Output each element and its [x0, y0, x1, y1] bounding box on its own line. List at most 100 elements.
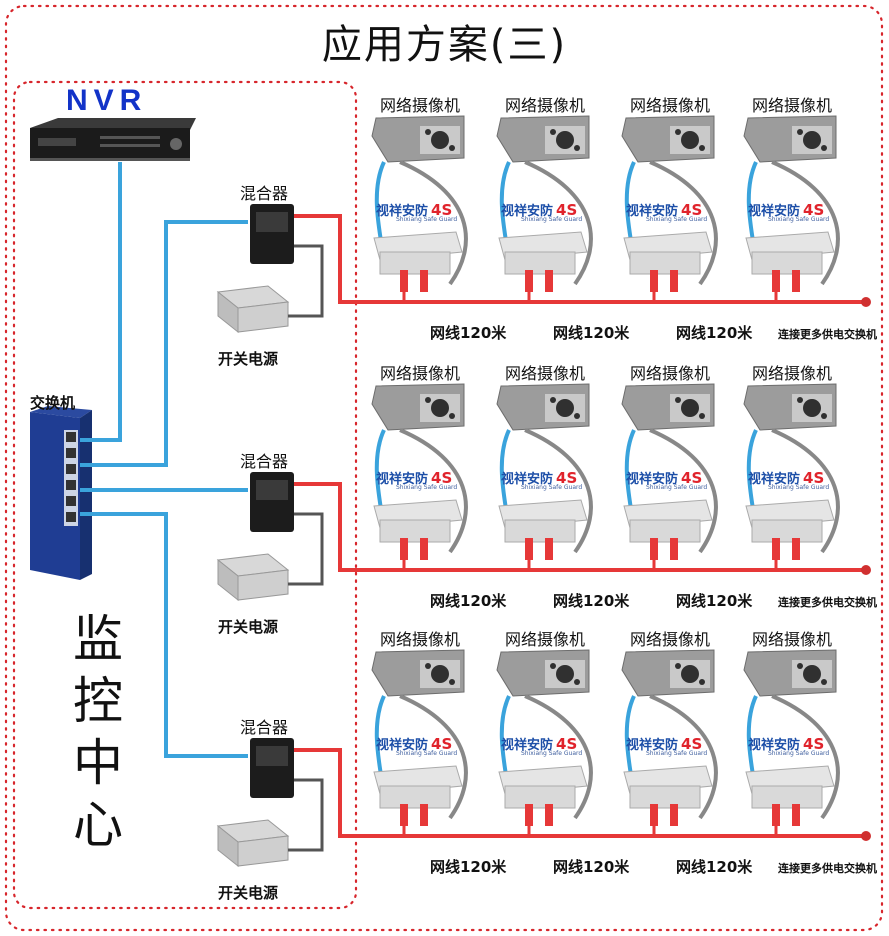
power-cable	[288, 244, 324, 318]
cable-length-label: 网线120米	[676, 858, 753, 876]
camera-label: 网络摄像机	[504, 364, 585, 383]
brand-name: 视祥安防	[748, 204, 801, 219]
brand-subtitle: Shixiang Safe Guard	[646, 484, 708, 491]
power-supply-label: 开关电源	[218, 618, 279, 636]
brand-suffix: 4S	[556, 201, 578, 219]
nvr-device	[30, 118, 196, 161]
brand-name: 视祥安防	[376, 472, 429, 487]
camera-unit	[496, 649, 593, 836]
brand-subtitle: Shixiang Safe Guard	[396, 484, 458, 491]
camera-label: 网络摄像机	[751, 630, 832, 649]
brand-name: 视祥安防	[626, 204, 679, 219]
camera-unit	[371, 383, 468, 570]
power-supply-label: 开关电源	[218, 884, 279, 902]
camera-unit	[496, 383, 593, 570]
brand-subtitle: Shixiang Safe Guard	[646, 750, 708, 757]
camera-label: 网络摄像机	[504, 630, 585, 649]
more-switches-label: 连接更多供电交换机	[778, 596, 877, 609]
brand-subtitle: Shixiang Safe Guard	[521, 484, 583, 491]
camera-label: 网络摄像机	[629, 96, 710, 115]
cable-length-label: 网线120米	[430, 858, 507, 876]
switch-to-mixer-cable	[80, 512, 248, 758]
more-switches-label: 连接更多供电交换机	[778, 328, 877, 341]
camera-unit	[743, 383, 840, 570]
mixer-label: 混合器	[240, 184, 289, 203]
switch-label: 交换机	[30, 394, 76, 412]
camera-unit	[371, 649, 468, 836]
row-1	[80, 115, 871, 467]
camera-unit	[621, 649, 718, 836]
mixer-label: 混合器	[240, 718, 289, 737]
mixer-label: 混合器	[240, 452, 289, 471]
camera-unit	[371, 115, 468, 302]
camera-label: 网络摄像机	[751, 96, 832, 115]
brand-name: 视祥安防	[501, 738, 554, 753]
poe-trunk-cable	[294, 748, 862, 838]
brand-name: 视祥安防	[501, 204, 554, 219]
brand-suffix: 4S	[681, 735, 703, 753]
cable-length-label: 网线120米	[430, 324, 507, 342]
control-center-label: 监控中心	[73, 610, 123, 854]
brand-subtitle: Shixiang Safe Guard	[521, 750, 583, 757]
more-switches-label: 连接更多供电交换机	[778, 862, 877, 875]
power-cable	[288, 778, 324, 852]
brand-name: 视祥安防	[748, 472, 801, 487]
camera-label: 网络摄像机	[379, 96, 460, 115]
nvr-label: NVR	[66, 84, 148, 117]
brand-subtitle: Shixiang Safe Guard	[521, 216, 583, 223]
outer-border	[4, 4, 884, 932]
camera-label: 网络摄像机	[379, 630, 460, 649]
camera-unit	[496, 115, 593, 302]
camera-label: 网络摄像机	[504, 96, 585, 115]
brand-suffix: 4S	[803, 469, 825, 487]
camera-unit	[743, 649, 840, 836]
switch-to-mixer-cable	[80, 220, 248, 467]
cable-length-label: 网线120米	[553, 858, 630, 876]
poe-trunk-cable	[294, 214, 862, 304]
brand-suffix: 4S	[556, 735, 578, 753]
camera-unit	[621, 115, 718, 302]
power-cable	[288, 512, 324, 586]
brand-subtitle: Shixiang Safe Guard	[768, 216, 830, 223]
brand-subtitle: Shixiang Safe Guard	[768, 750, 830, 757]
brand-name: 视祥安防	[501, 472, 554, 487]
poe-trunk-cable	[294, 482, 862, 572]
nvr-to-switch-cable	[80, 162, 122, 442]
camera-label: 网络摄像机	[751, 364, 832, 383]
camera-unit	[621, 383, 718, 570]
cable-length-label: 网线120米	[553, 324, 630, 342]
camera-unit	[743, 115, 840, 302]
brand-suffix: 4S	[431, 201, 453, 219]
camera-label: 网络摄像机	[379, 364, 460, 383]
camera-label: 网络摄像机	[629, 630, 710, 649]
brand-suffix: 4S	[681, 469, 703, 487]
brand-suffix: 4S	[431, 735, 453, 753]
brand-suffix: 4S	[556, 469, 578, 487]
brand-name: 视祥安防	[376, 738, 429, 753]
power-supply-label: 开关电源	[218, 350, 279, 368]
brand-suffix: 4S	[681, 201, 703, 219]
brand-suffix: 4S	[803, 201, 825, 219]
camera-label: 网络摄像机	[629, 364, 710, 383]
brand-suffix: 4S	[431, 469, 453, 487]
brand-name: 视祥安防	[626, 738, 679, 753]
brand-name: 视祥安防	[626, 472, 679, 487]
brand-suffix: 4S	[803, 735, 825, 753]
brand-name: 视祥安防	[376, 204, 429, 219]
cable-length-label: 网线120米	[430, 592, 507, 610]
brand-subtitle: Shixiang Safe Guard	[768, 484, 830, 491]
row-2	[80, 383, 871, 602]
